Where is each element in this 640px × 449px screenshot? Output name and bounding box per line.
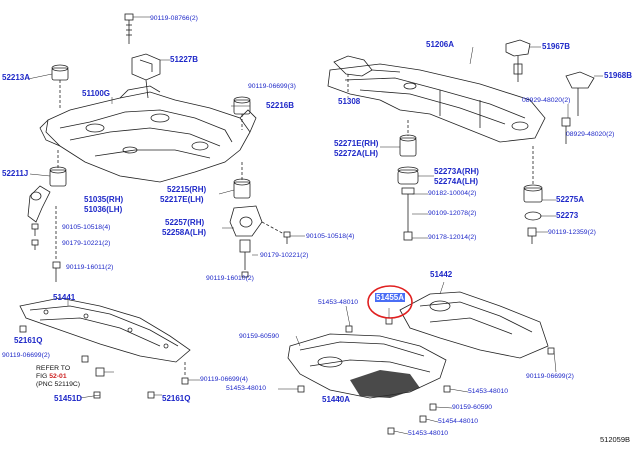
callout-90119-06699-4[interactable]: 90119-06699(4) bbox=[200, 376, 248, 383]
bolts-lower-left bbox=[31, 206, 61, 282]
bushing-52275A bbox=[523, 146, 543, 244]
callout-52273[interactable]: 52273 bbox=[556, 211, 579, 220]
callout-90182-10004[interactable]: 90182-10004(2) bbox=[428, 190, 477, 197]
callout-52274A[interactable]: 52274A(LH) bbox=[434, 177, 479, 186]
callout-51453-48010-b[interactable]: 51453-48010 bbox=[226, 385, 267, 392]
callout-51451D[interactable]: 51451D bbox=[54, 394, 83, 403]
callout-90119-06699-2a[interactable]: 90119-06699(2) bbox=[2, 352, 50, 359]
callout-90179-10221-b[interactable]: 90179-10221(2) bbox=[260, 252, 309, 259]
front-crossmember-51100G bbox=[39, 85, 257, 183]
callout-90119-16011[interactable]: 90119-16011(2) bbox=[66, 264, 114, 271]
under-cover-51440A bbox=[287, 333, 447, 399]
bolt-08929-48020 bbox=[561, 117, 571, 144]
callout-52271E[interactable]: 52271E(RH) bbox=[334, 139, 379, 148]
callout-52257[interactable]: 52257(RH) bbox=[165, 218, 205, 227]
callout-52258A[interactable]: 52258A(LH) bbox=[162, 228, 207, 237]
bracket-51967B bbox=[505, 39, 531, 82]
callout-90159-60590-b[interactable]: 90159-60590 bbox=[452, 404, 493, 411]
callout-90119-08766[interactable]: 90119-08766(2) bbox=[150, 15, 198, 22]
callout-51455A-highlight: 51455A bbox=[375, 293, 406, 302]
stabilizer-51308 bbox=[333, 55, 401, 94]
callout-51968B[interactable]: 51968B bbox=[604, 71, 633, 80]
callout-51206A[interactable]: 51206A bbox=[426, 40, 455, 49]
callout-90179-10221-a[interactable]: 90179-10221(2) bbox=[62, 240, 111, 247]
callout-52216B[interactable]: 52216B bbox=[266, 101, 295, 110]
bushing-52271E bbox=[399, 120, 417, 157]
callout-52161Q-b[interactable]: 52161Q bbox=[162, 394, 191, 403]
callout-51453-48010-d[interactable]: 51453-48010 bbox=[408, 430, 449, 437]
callout-52272A[interactable]: 52272A(LH) bbox=[334, 149, 379, 158]
callout-90178-12014[interactable]: 90178-12014(2) bbox=[428, 234, 477, 241]
under-cover-51441 bbox=[19, 297, 191, 363]
bushing-52213A bbox=[51, 64, 69, 110]
bracket-52257 bbox=[229, 205, 291, 278]
callout-52217E[interactable]: 52217E(LH) bbox=[160, 195, 204, 204]
callout-90159-60590-a[interactable]: 90159-60590 bbox=[239, 333, 280, 340]
callout-90119-06699-2b[interactable]: 90119-06699(2) bbox=[526, 373, 574, 380]
callout-52273A[interactable]: 52273A(RH) bbox=[434, 167, 479, 176]
callout-90105-10518-b[interactable]: 90105-10518(4) bbox=[306, 233, 355, 240]
callout-51967B[interactable]: 51967B bbox=[542, 42, 571, 51]
reference-note: REFER TO FIG 52-01 (PNC 52119C) bbox=[36, 365, 81, 388]
callout-52211J[interactable]: 52211J bbox=[2, 169, 29, 178]
callout-90119-16010[interactable]: 90119-16010(2) bbox=[206, 275, 254, 282]
callout-08929-48020-b[interactable]: 08929-48020(2) bbox=[566, 131, 615, 138]
clips-52161Q bbox=[19, 325, 189, 399]
callout-52213A[interactable]: 52213A bbox=[2, 73, 31, 82]
callout-51455A[interactable]: 51455A bbox=[375, 293, 406, 302]
callout-51440A[interactable]: 51440A bbox=[322, 395, 351, 404]
diagram-id: 512059B bbox=[600, 435, 631, 444]
fig-reference-link[interactable]: 52-01 bbox=[49, 373, 67, 380]
callout-52161Q-a[interactable]: 52161Q bbox=[14, 336, 43, 345]
callout-51454-48010[interactable]: 51454-48010 bbox=[438, 418, 479, 425]
callout-08929-48020-a[interactable]: 08929-48020(2) bbox=[522, 97, 571, 104]
callout-90119-12359[interactable]: 90119-12359(2) bbox=[548, 229, 596, 236]
callout-51308[interactable]: 51308 bbox=[338, 97, 361, 106]
bushing-52216B bbox=[233, 96, 251, 130]
callout-51453-48010-a[interactable]: 51453-48010 bbox=[318, 299, 359, 306]
callout-90105-10518-a[interactable]: 90105-10518(4) bbox=[62, 224, 111, 231]
callout-51035[interactable]: 51035(RH) bbox=[84, 195, 124, 204]
callout-52215[interactable]: 52215(RH) bbox=[167, 185, 207, 194]
callout-51227B[interactable]: 51227B bbox=[170, 55, 199, 64]
callout-51442[interactable]: 51442 bbox=[430, 270, 453, 279]
lower-arm-51035 bbox=[27, 185, 51, 223]
bracket-51968B bbox=[565, 71, 595, 116]
callout-51453-48010-c[interactable]: 51453-48010 bbox=[468, 388, 509, 395]
cover-fasteners bbox=[297, 317, 555, 435]
bushing-52211J bbox=[49, 150, 67, 187]
rear-crossmember-51206A bbox=[327, 63, 546, 143]
bolt-90119-08766 bbox=[124, 13, 134, 44]
callout-51441[interactable]: 51441 bbox=[53, 293, 76, 302]
callout-90109-12078[interactable]: 90109-12078(2) bbox=[428, 210, 477, 217]
highlight-ring-51455A bbox=[367, 285, 413, 319]
callout-90119-06699-3[interactable]: 90119-06699(3) bbox=[248, 83, 296, 90]
callout-51100G[interactable]: 51100G bbox=[82, 89, 111, 98]
bushing-52215 bbox=[233, 162, 251, 199]
bracket-51227B bbox=[131, 53, 161, 99]
callout-52275A[interactable]: 52275A bbox=[556, 195, 585, 204]
bushing-52273A bbox=[397, 166, 419, 241]
under-cover-51442 bbox=[399, 291, 549, 359]
callout-51036[interactable]: 51036(LH) bbox=[84, 205, 123, 214]
shaded-region bbox=[350, 370, 420, 398]
